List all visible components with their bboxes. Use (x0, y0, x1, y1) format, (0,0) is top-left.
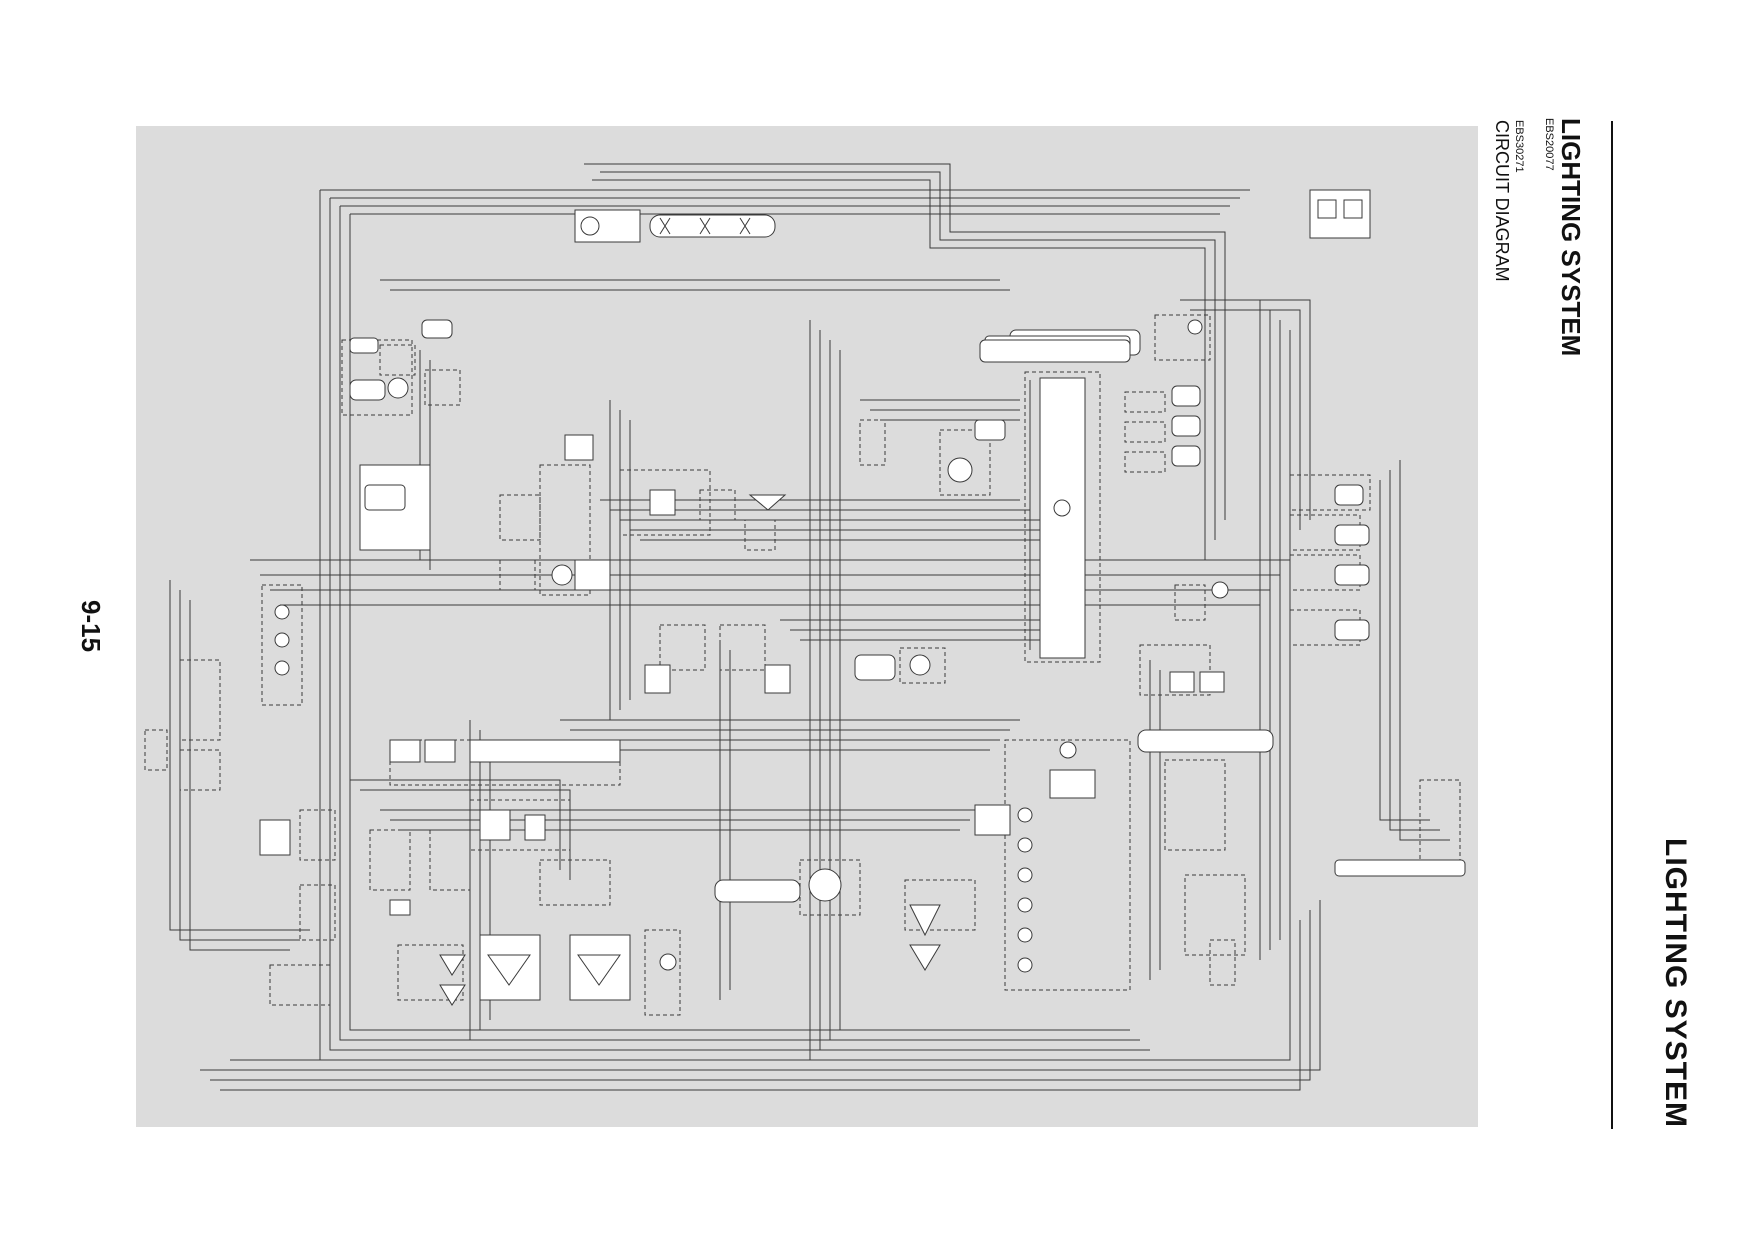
wire-harness (169, 163, 1450, 1091)
page-number: 9-15 (76, 600, 106, 653)
subsection-code: EBS30271 (1513, 120, 1525, 173)
right-connectors (1124, 189, 1466, 986)
meter-assembly (1004, 729, 1274, 991)
header-code: EBS20077 (1543, 118, 1555, 171)
header-rule (1611, 121, 1613, 1129)
subsection-title: CIRCUIT DIAGRAM (1492, 120, 1512, 282)
header-title: LIGHTING SYSTEM (1556, 118, 1586, 357)
connector-block-top (574, 209, 776, 243)
mid-components (619, 419, 1011, 971)
ecu-block (979, 329, 1141, 663)
left-components (144, 319, 681, 1016)
diagram-panel (136, 126, 1478, 1127)
section-title: LIGHTING SYSTEM (1659, 838, 1692, 1129)
